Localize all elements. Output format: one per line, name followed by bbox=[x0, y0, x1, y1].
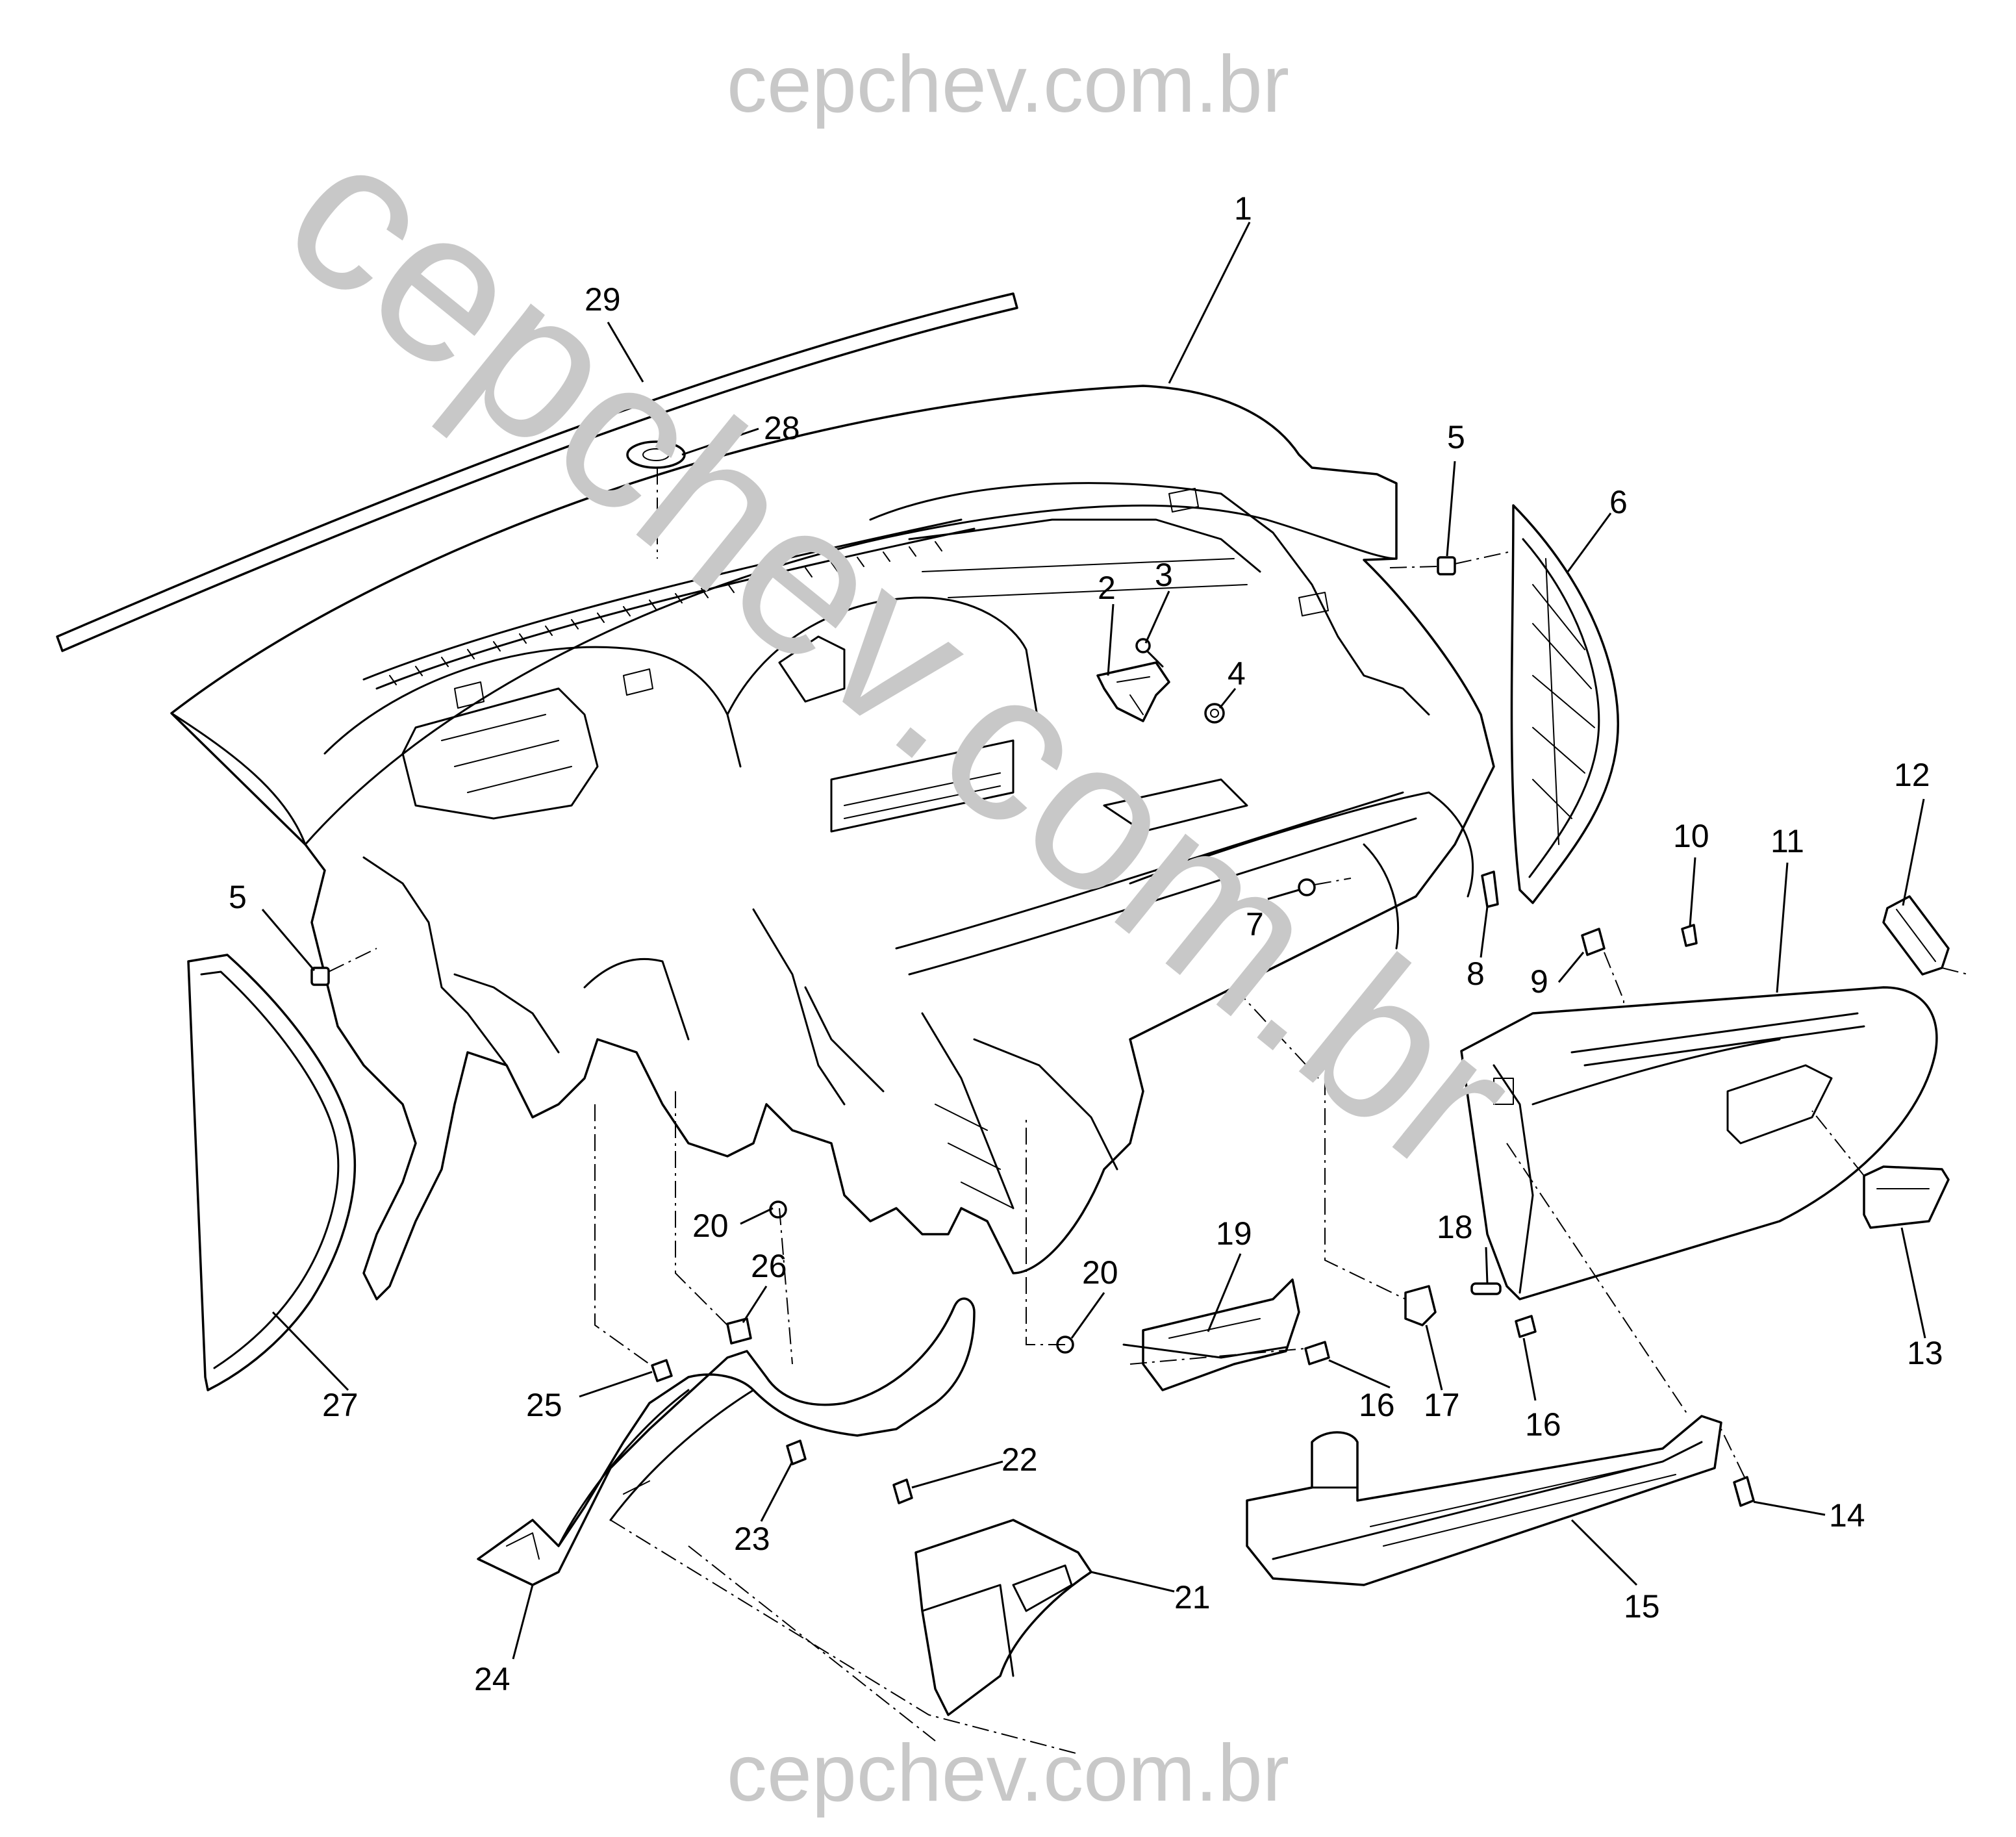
callout-16-right: 16 bbox=[1525, 1406, 1561, 1443]
part-6-right-end-panel bbox=[1510, 504, 1619, 904]
callout-1: 1 bbox=[1234, 190, 1252, 227]
callout-4: 4 bbox=[1228, 655, 1246, 692]
callout-3: 3 bbox=[1155, 557, 1173, 593]
callout-10: 10 bbox=[1673, 818, 1709, 854]
callout-16-left: 16 bbox=[1359, 1387, 1395, 1423]
callout-27: 27 bbox=[322, 1387, 359, 1423]
callout-19: 19 bbox=[1216, 1215, 1252, 1252]
part-12-hinge bbox=[1882, 895, 1969, 976]
part-19-bracket bbox=[1122, 1278, 1300, 1391]
part-21-storage-bin bbox=[914, 1519, 1092, 1716]
callout-25: 25 bbox=[526, 1387, 562, 1423]
callout-13: 13 bbox=[1907, 1335, 1943, 1371]
callout-23: 23 bbox=[734, 1521, 770, 1557]
part-5-clip-left bbox=[310, 948, 377, 986]
part-25-clip bbox=[651, 1359, 673, 1382]
callout-15: 15 bbox=[1624, 1588, 1660, 1625]
part-20-nut-left bbox=[769, 1200, 787, 1219]
callout-28: 28 bbox=[764, 410, 800, 446]
part-23-screw bbox=[786, 1439, 807, 1465]
watermark-bottom: cepchev.com.br bbox=[727, 1729, 1289, 1818]
callout-24: 24 bbox=[474, 1661, 510, 1697]
callout-20-right: 20 bbox=[1082, 1254, 1118, 1291]
callout-11: 11 bbox=[1770, 823, 1804, 859]
leader-lines bbox=[261, 222, 1926, 1660]
part-27-left-end-panel bbox=[187, 954, 356, 1391]
callout-6: 6 bbox=[1609, 484, 1628, 520]
callout-21: 21 bbox=[1174, 1579, 1211, 1615]
watermark-top: cepchev.com.br bbox=[727, 40, 1289, 129]
part-10-screw bbox=[1681, 924, 1698, 947]
part-4-nut bbox=[1204, 703, 1225, 724]
part-7-screw bbox=[1298, 878, 1352, 896]
callout-26: 26 bbox=[751, 1248, 787, 1284]
part-2-bracket bbox=[1096, 661, 1170, 722]
part-13-latch bbox=[1811, 1110, 1950, 1229]
callout-17: 17 bbox=[1424, 1387, 1460, 1423]
part-26-clip bbox=[726, 1317, 752, 1345]
callout-labels: 1 2 3 4 5 5 6 7 8 9 10 11 12 13 14 15 16… bbox=[229, 190, 1943, 1697]
callout-29: 29 bbox=[585, 281, 621, 318]
part-11-glove-box bbox=[1460, 986, 1938, 1300]
part-17-bracket bbox=[1324, 1078, 1437, 1326]
part-15-storage-tray bbox=[1246, 1415, 1722, 1586]
part-28-grille bbox=[626, 440, 686, 469]
callout-22: 22 bbox=[1002, 1441, 1038, 1478]
part-14-screw bbox=[1720, 1428, 1755, 1507]
callout-14: 14 bbox=[1829, 1497, 1865, 1534]
part-16-screw-left bbox=[1304, 1341, 1330, 1365]
callout-8: 8 bbox=[1467, 956, 1485, 992]
part-29-molding-strip bbox=[56, 292, 1018, 652]
callout-20-left: 20 bbox=[692, 1208, 729, 1244]
callout-12: 12 bbox=[1894, 757, 1930, 793]
callout-18: 18 bbox=[1437, 1209, 1473, 1245]
part-1-instrument-panel bbox=[170, 385, 1495, 1300]
callout-5-right: 5 bbox=[1447, 419, 1465, 455]
callout-7: 7 bbox=[1246, 906, 1264, 943]
part-16-screw-right bbox=[1515, 1315, 1537, 1338]
part-18-pin bbox=[1470, 1282, 1502, 1295]
callout-2: 2 bbox=[1098, 570, 1116, 606]
part-24-lower-trim-panel bbox=[477, 1297, 976, 1586]
assembly-lines bbox=[594, 468, 1689, 1755]
part-22-screw bbox=[892, 1478, 913, 1504]
callout-9: 9 bbox=[1530, 963, 1548, 1000]
part-20-nut-right bbox=[1026, 1117, 1074, 1354]
part-8-pin bbox=[1481, 870, 1499, 908]
callout-5-left: 5 bbox=[229, 879, 247, 915]
part-5-clip-right bbox=[1389, 551, 1509, 576]
